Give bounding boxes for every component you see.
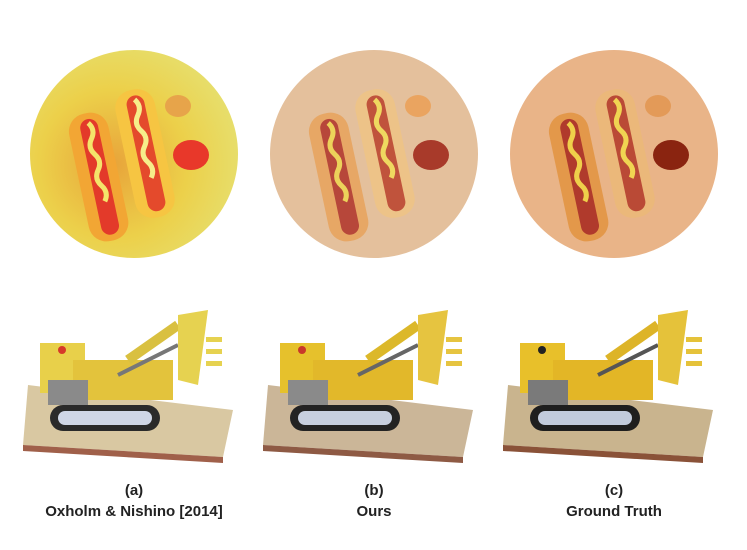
caption-b-label: (b) bbox=[364, 482, 384, 499]
caption-a: (a) Oxholm & Nishino [2014] bbox=[14, 480, 254, 522]
caption-a-label: (a) bbox=[124, 482, 144, 499]
caption-b-method: Ours bbox=[356, 503, 392, 520]
lego-oxholm-image bbox=[23, 310, 233, 463]
hotdog-ground-truth-image bbox=[510, 50, 718, 258]
caption-a-method: Oxholm & Nishino [2014] bbox=[45, 503, 223, 520]
caption-c: (c) Ground Truth bbox=[494, 480, 734, 522]
caption-b: (b) Ours bbox=[254, 480, 494, 522]
caption-c-method: Ground Truth bbox=[566, 503, 662, 520]
hotdog-ours-image bbox=[270, 50, 478, 258]
caption-c-label: (c) bbox=[604, 482, 624, 499]
hotdog-oxholm-image bbox=[30, 50, 238, 258]
lego-ground-truth-image bbox=[503, 310, 713, 463]
lego-ours-image bbox=[263, 310, 473, 463]
